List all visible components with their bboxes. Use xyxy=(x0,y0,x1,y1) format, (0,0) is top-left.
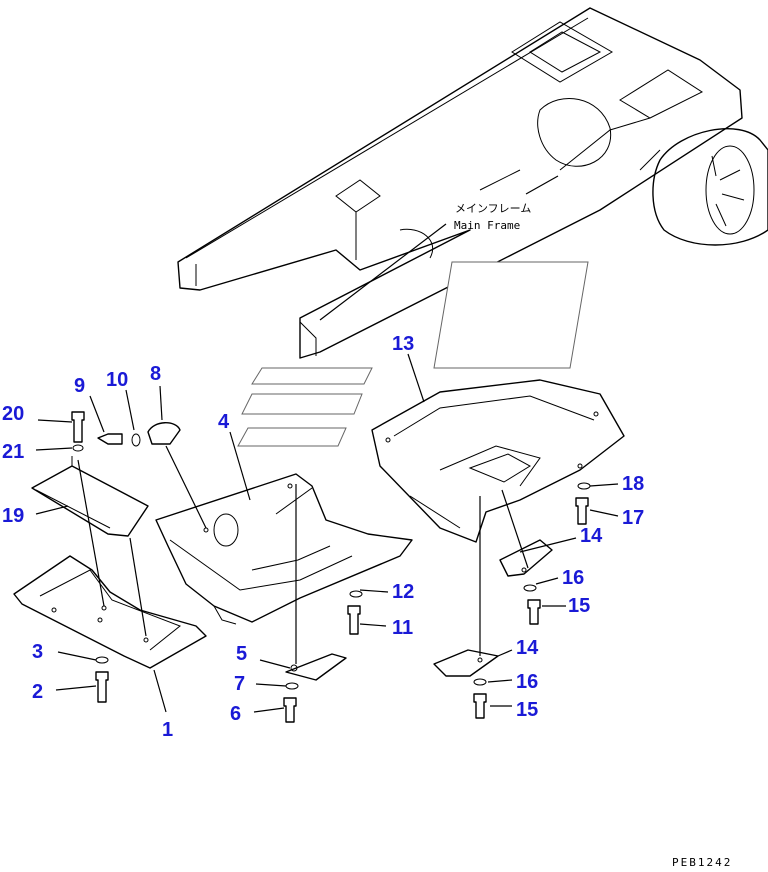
part-5-bracket xyxy=(285,653,347,681)
callout-6: 6 xyxy=(230,703,241,725)
main-frame-label-en: Main Frame xyxy=(454,219,520,232)
callout-16-upper: 16 xyxy=(562,567,584,589)
callout-15-upper: 15 xyxy=(568,595,590,617)
callout-4: 4 xyxy=(218,411,230,433)
callout-19: 19 xyxy=(2,505,24,527)
callout-14-upper: 14 xyxy=(580,525,603,547)
callout-18: 18 xyxy=(622,473,644,495)
part-8-small-cover xyxy=(147,422,181,445)
part-14-lower-plate xyxy=(433,649,499,677)
callout-13: 13 xyxy=(392,333,414,355)
main-frame-label-jp: メインフレーム xyxy=(455,202,531,215)
callout-14-lower: 14 xyxy=(516,637,539,659)
callout-10: 10 xyxy=(106,369,128,391)
callout-1: 1 xyxy=(162,719,173,741)
callout-12: 12 xyxy=(392,581,414,603)
part-14-upper-plate xyxy=(499,539,553,577)
callout-7: 7 xyxy=(234,673,245,695)
callout-8: 8 xyxy=(150,363,161,385)
part-1-front-plate xyxy=(13,555,207,669)
leader-lines xyxy=(35,175,619,713)
callout-11: 11 xyxy=(392,617,413,639)
callout-2: 2 xyxy=(32,681,43,703)
part-4-center-guard xyxy=(155,473,413,625)
part-19-cover xyxy=(31,456,149,537)
callout-labels: 9 10 8 20 21 19 4 13 18 17 14 16 15 12 1… xyxy=(2,333,644,741)
callout-9: 9 xyxy=(74,375,85,397)
callout-16-lower: 16 xyxy=(516,671,538,693)
callout-21: 21 xyxy=(2,441,24,463)
fasteners xyxy=(71,411,591,723)
drawing-code: PEB1242 xyxy=(672,856,732,869)
callout-17: 17 xyxy=(622,507,644,529)
callout-3: 3 xyxy=(32,641,43,663)
background-guard-outlines xyxy=(237,261,589,447)
callout-15-lower: 15 xyxy=(516,699,538,721)
callout-5: 5 xyxy=(236,643,247,665)
callout-20: 20 xyxy=(2,403,24,425)
part-13-rear-guard xyxy=(371,379,625,543)
